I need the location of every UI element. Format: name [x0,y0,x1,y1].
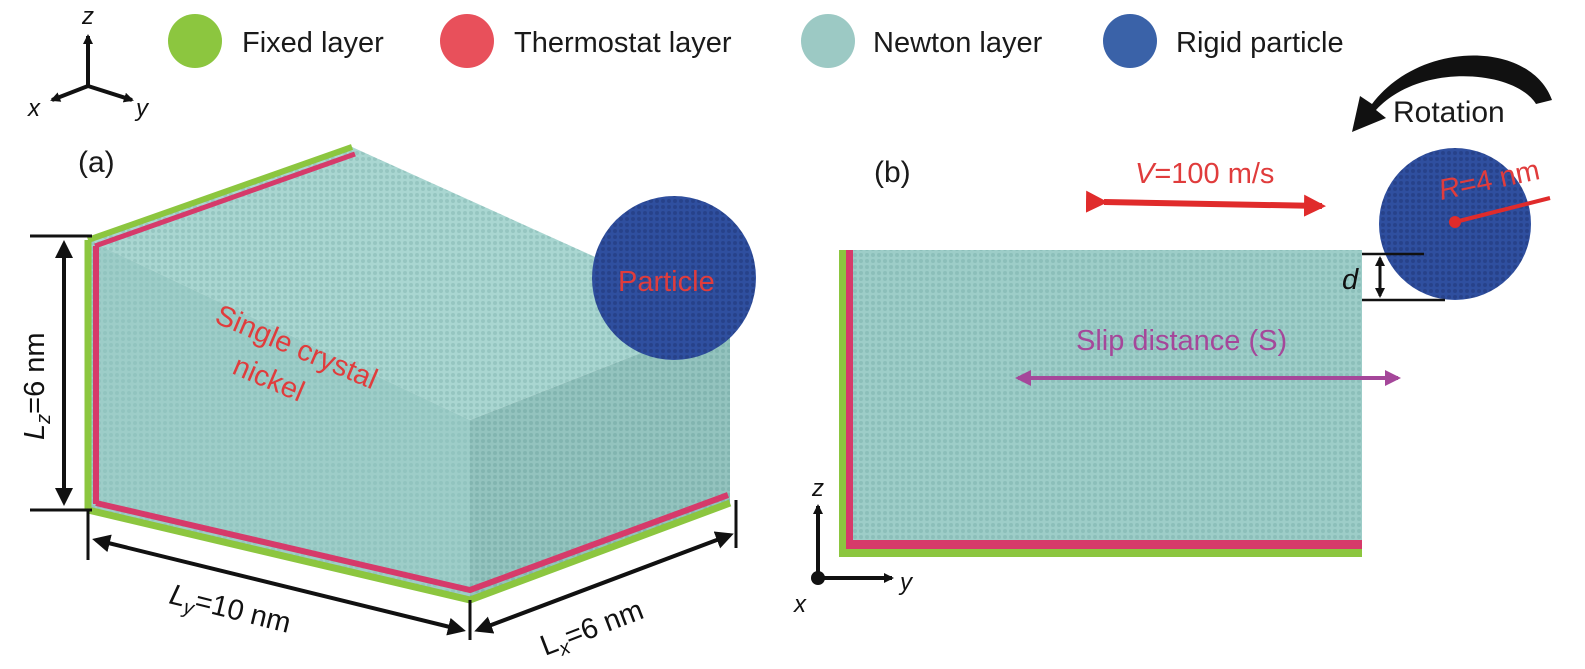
particle-label: Particle [618,266,715,298]
side-view-newton-layer [853,250,1362,540]
axes-triad-b: z x y [793,475,914,618]
rotation-curved-arrow-icon [1352,55,1552,132]
velocity-annotation: V=100 m/s [1085,158,1326,217]
rotation-label: Rotation [1393,96,1505,129]
panel-b-label: (b) [874,156,911,189]
legend: Fixed layer Thermostat layer Newton laye… [168,14,1344,68]
block-left-face [88,240,470,600]
axis-a-y-label: y [134,95,150,122]
rigid-particle-side: R=4 nm [1379,148,1551,300]
axis-a-z-label: z [81,3,94,30]
fixed-layer-top-edge [87,144,353,243]
legend-swatch-newton [801,14,855,68]
slip-distance-annotation: Slip distance (S) [1015,325,1401,386]
dimension-lx-label: Lx=6 nm [536,594,649,666]
block-right-face [470,318,730,600]
velocity-label: V=100 m/s [1135,158,1274,190]
legend-label-rigid: Rigid particle [1176,27,1344,59]
depth-label: d [1342,264,1359,296]
dimension-ly-label: Ly=10 nm [165,579,294,644]
slip-distance-label: Slip distance (S) [1076,325,1287,357]
thermostat-layer-top-edge [94,151,356,249]
panel-a-label: (a) [78,146,115,179]
thermostat-layer-bottom-edge [95,492,730,594]
axis-b-y-label: y [898,569,914,596]
dimension-lz-label: Lz=6 nm [19,332,55,440]
block-front-face [88,240,470,600]
depth-annotation: d [1342,252,1445,302]
dimension-lz: Lz=6 nm [19,234,92,512]
particle-center-dot [1449,216,1461,228]
particle-sphere-a [592,196,756,360]
axis-b-x-label: x [793,591,807,618]
axes-triad-a: z x y [27,3,150,122]
radius-line [1454,196,1551,224]
legend-label-thermostat: Thermostat layer [514,27,732,59]
crystal-block-3d: Particle Single crystal nickel [84,144,756,604]
legend-label-fixed: Fixed layer [242,27,384,59]
legend-swatch-thermostat [440,14,494,68]
legend-swatch-fixed [168,14,222,68]
legend-label-newton: Newton layer [873,27,1043,59]
block-top-face [88,147,730,420]
legend-swatch-rigid [1103,14,1157,68]
axis-b-z-label: z [811,475,824,502]
axis-a-x-label: x [27,95,41,122]
side-view-block [839,250,1362,557]
rotation-annotation: Rotation [1352,55,1552,132]
axis-b-x-dot [811,571,825,585]
